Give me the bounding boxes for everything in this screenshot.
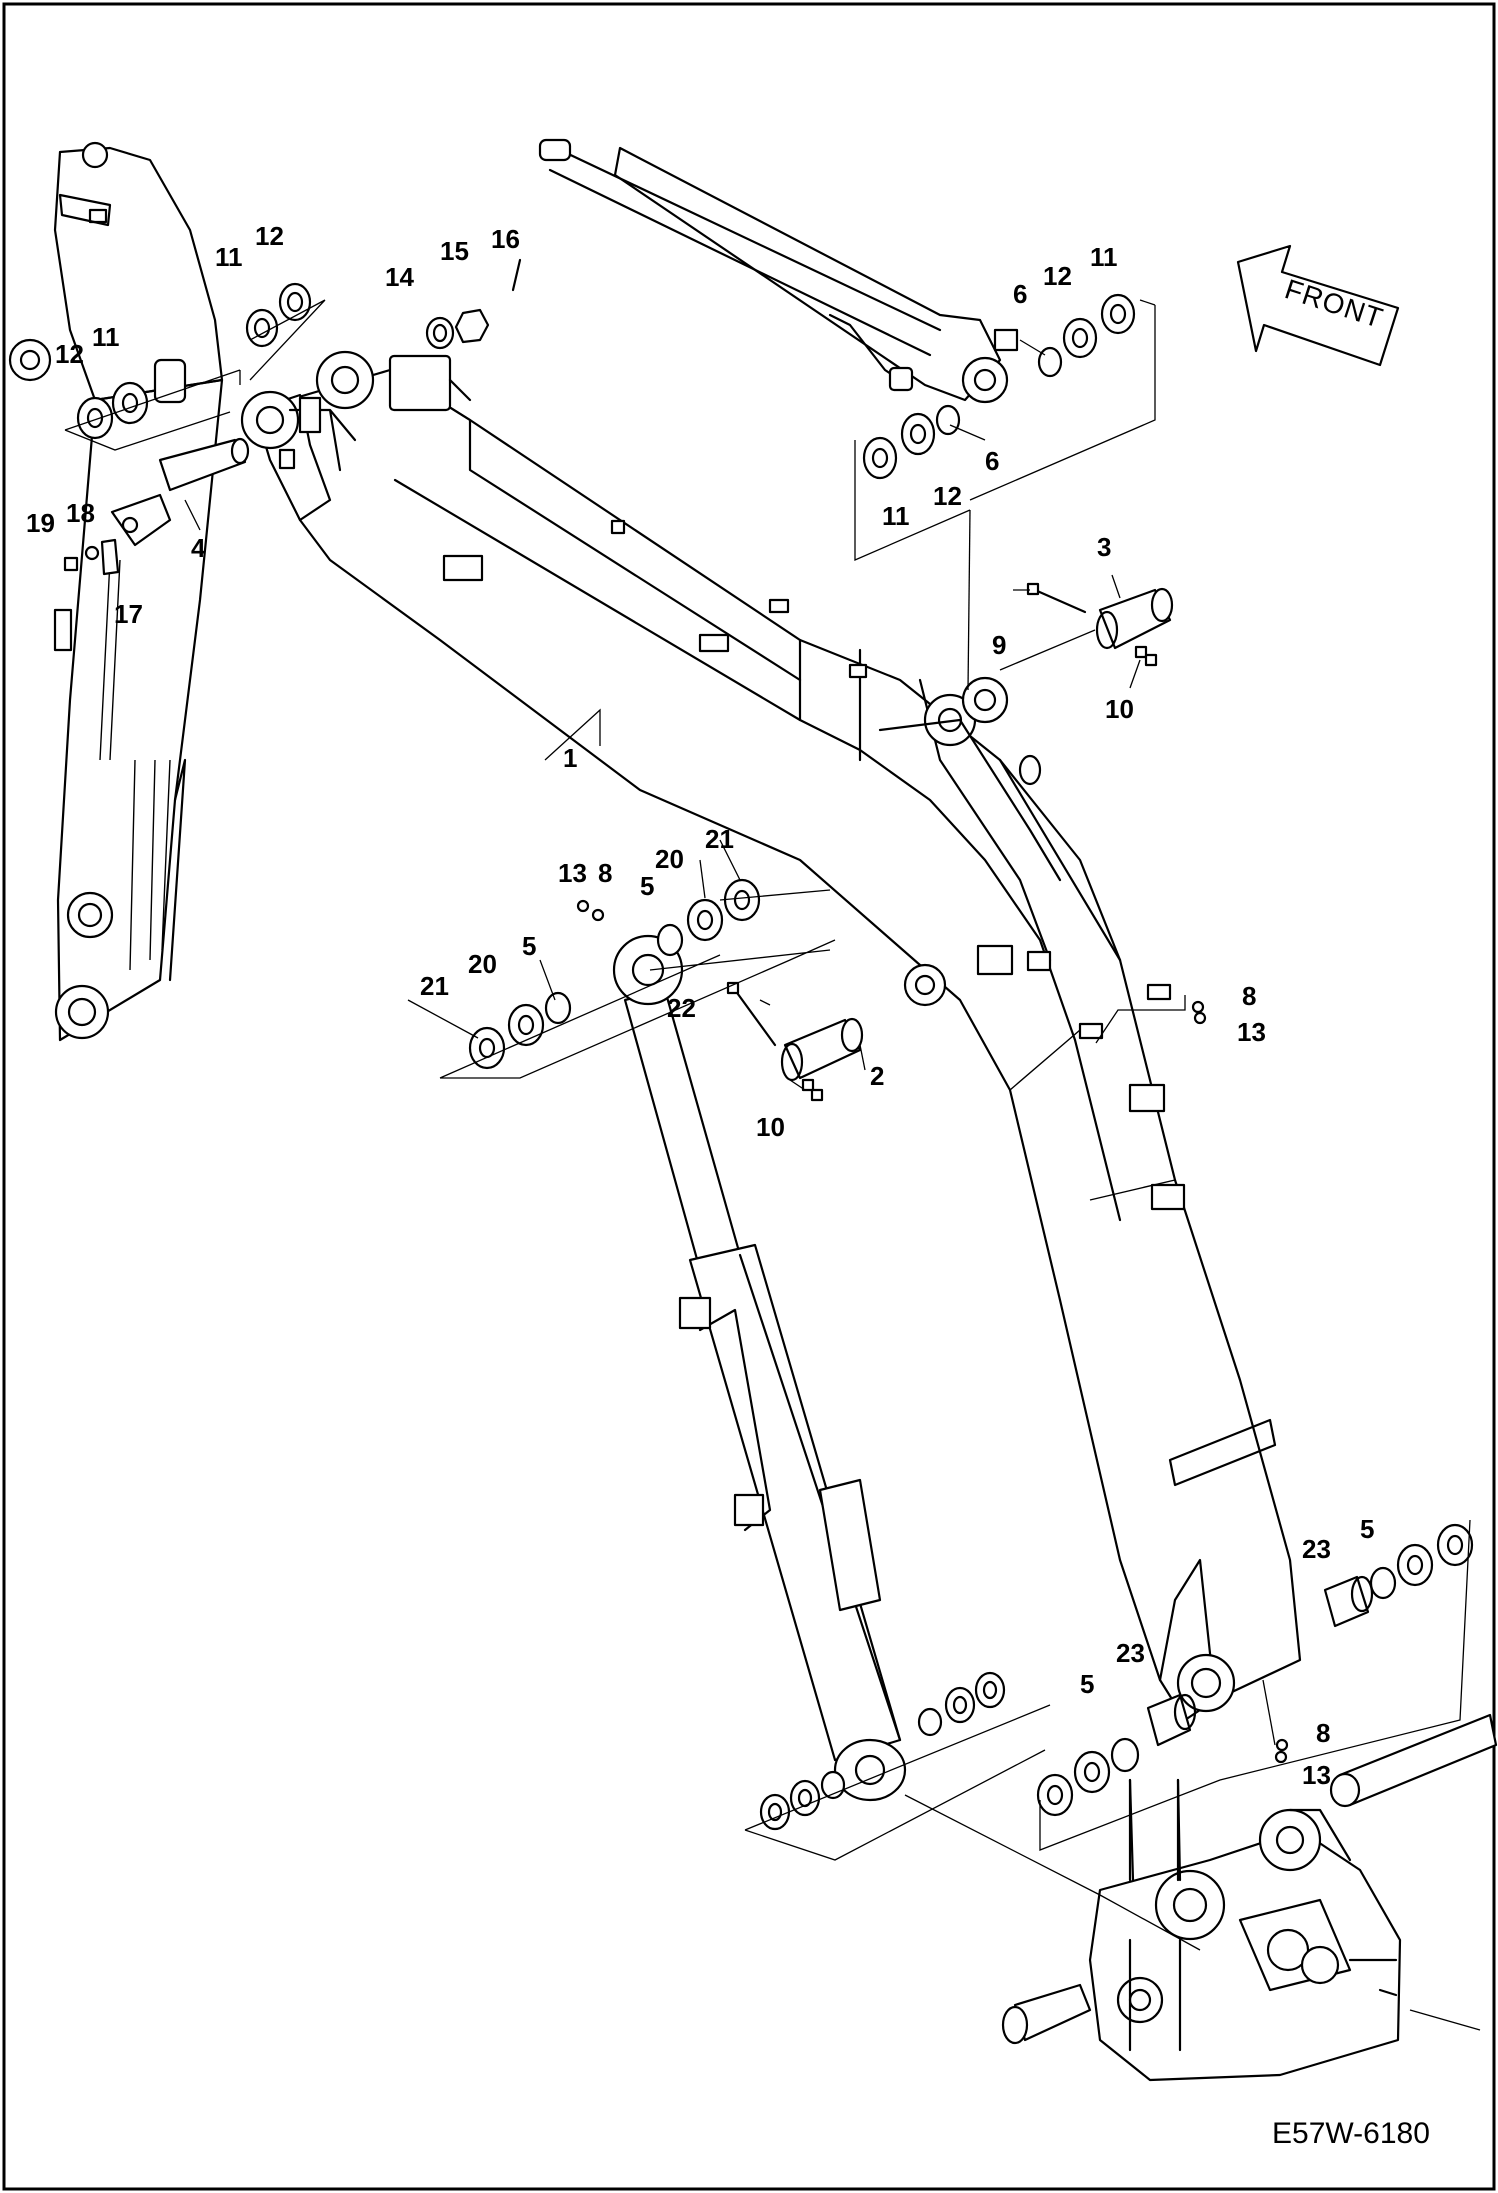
callout-23: 23 (1116, 1638, 1145, 1668)
callout-11: 11 (882, 501, 910, 531)
callout-19: 19 (26, 508, 55, 538)
callout-20: 20 (655, 844, 684, 874)
callout-22: 22 (667, 993, 696, 1023)
callout-8: 8 (1242, 981, 1256, 1011)
callout-12: 12 (933, 481, 962, 511)
callout-12: 12 (255, 221, 284, 251)
callout-10: 10 (756, 1112, 785, 1142)
callout-11: 11 (215, 242, 243, 272)
assembly-lines (64, 299, 1481, 2031)
callout-8: 8 (1316, 1718, 1330, 1748)
callout-21: 21 (420, 971, 449, 1001)
callout-5: 5 (640, 871, 654, 901)
callout-6: 6 (1013, 279, 1027, 309)
callout-11: 11 (92, 322, 120, 352)
callout-leaders (184, 339, 1141, 1091)
callout-21: 21 (705, 824, 734, 854)
callout-5: 5 (1080, 1669, 1094, 1699)
callout-11: 11 (1090, 242, 1118, 272)
callout-13: 13 (1302, 1760, 1331, 1790)
callout-13: 13 (1237, 1017, 1266, 1047)
callout-5: 5 (522, 931, 536, 961)
callout-10: 10 (1105, 694, 1134, 724)
drawing-code: E57W-6180 (1272, 2117, 1430, 2150)
swing-bracket (1001, 1713, 1498, 2082)
callout-2: 2 (870, 1061, 884, 1091)
callout-labels: 1 2 3 4 5 5 5 5 6 6 8 8 8 9 10 10 11 11 … (26, 221, 1374, 1790)
callout-23: 23 (1302, 1534, 1331, 1564)
callout-8: 8 (598, 858, 612, 888)
pins (63, 258, 1289, 1882)
callout-14: 14 (385, 262, 414, 292)
callout-4: 4 (191, 533, 206, 563)
arm-cylinder (538, 138, 1019, 404)
callout-16: 16 (491, 224, 520, 254)
callout-9: 9 (992, 630, 1006, 660)
callout-20: 20 (468, 949, 497, 979)
callout-5: 5 (1360, 1514, 1374, 1544)
boom-cylinder (612, 934, 907, 1802)
callout-12: 12 (1043, 261, 1072, 291)
callout-17: 17 (114, 599, 143, 629)
callout-18: 18 (66, 498, 95, 528)
boom-foot-bracket (240, 350, 472, 522)
callout-13: 13 (558, 858, 587, 888)
arm-outline (8, 141, 224, 1042)
callout-15: 15 (440, 236, 469, 266)
callout-1: 1 (563, 743, 577, 773)
callout-3: 3 (1097, 532, 1111, 562)
callout-12: 12 (55, 339, 84, 369)
washers-and-seals (76, 282, 1474, 1831)
callout-6: 6 (985, 446, 999, 476)
